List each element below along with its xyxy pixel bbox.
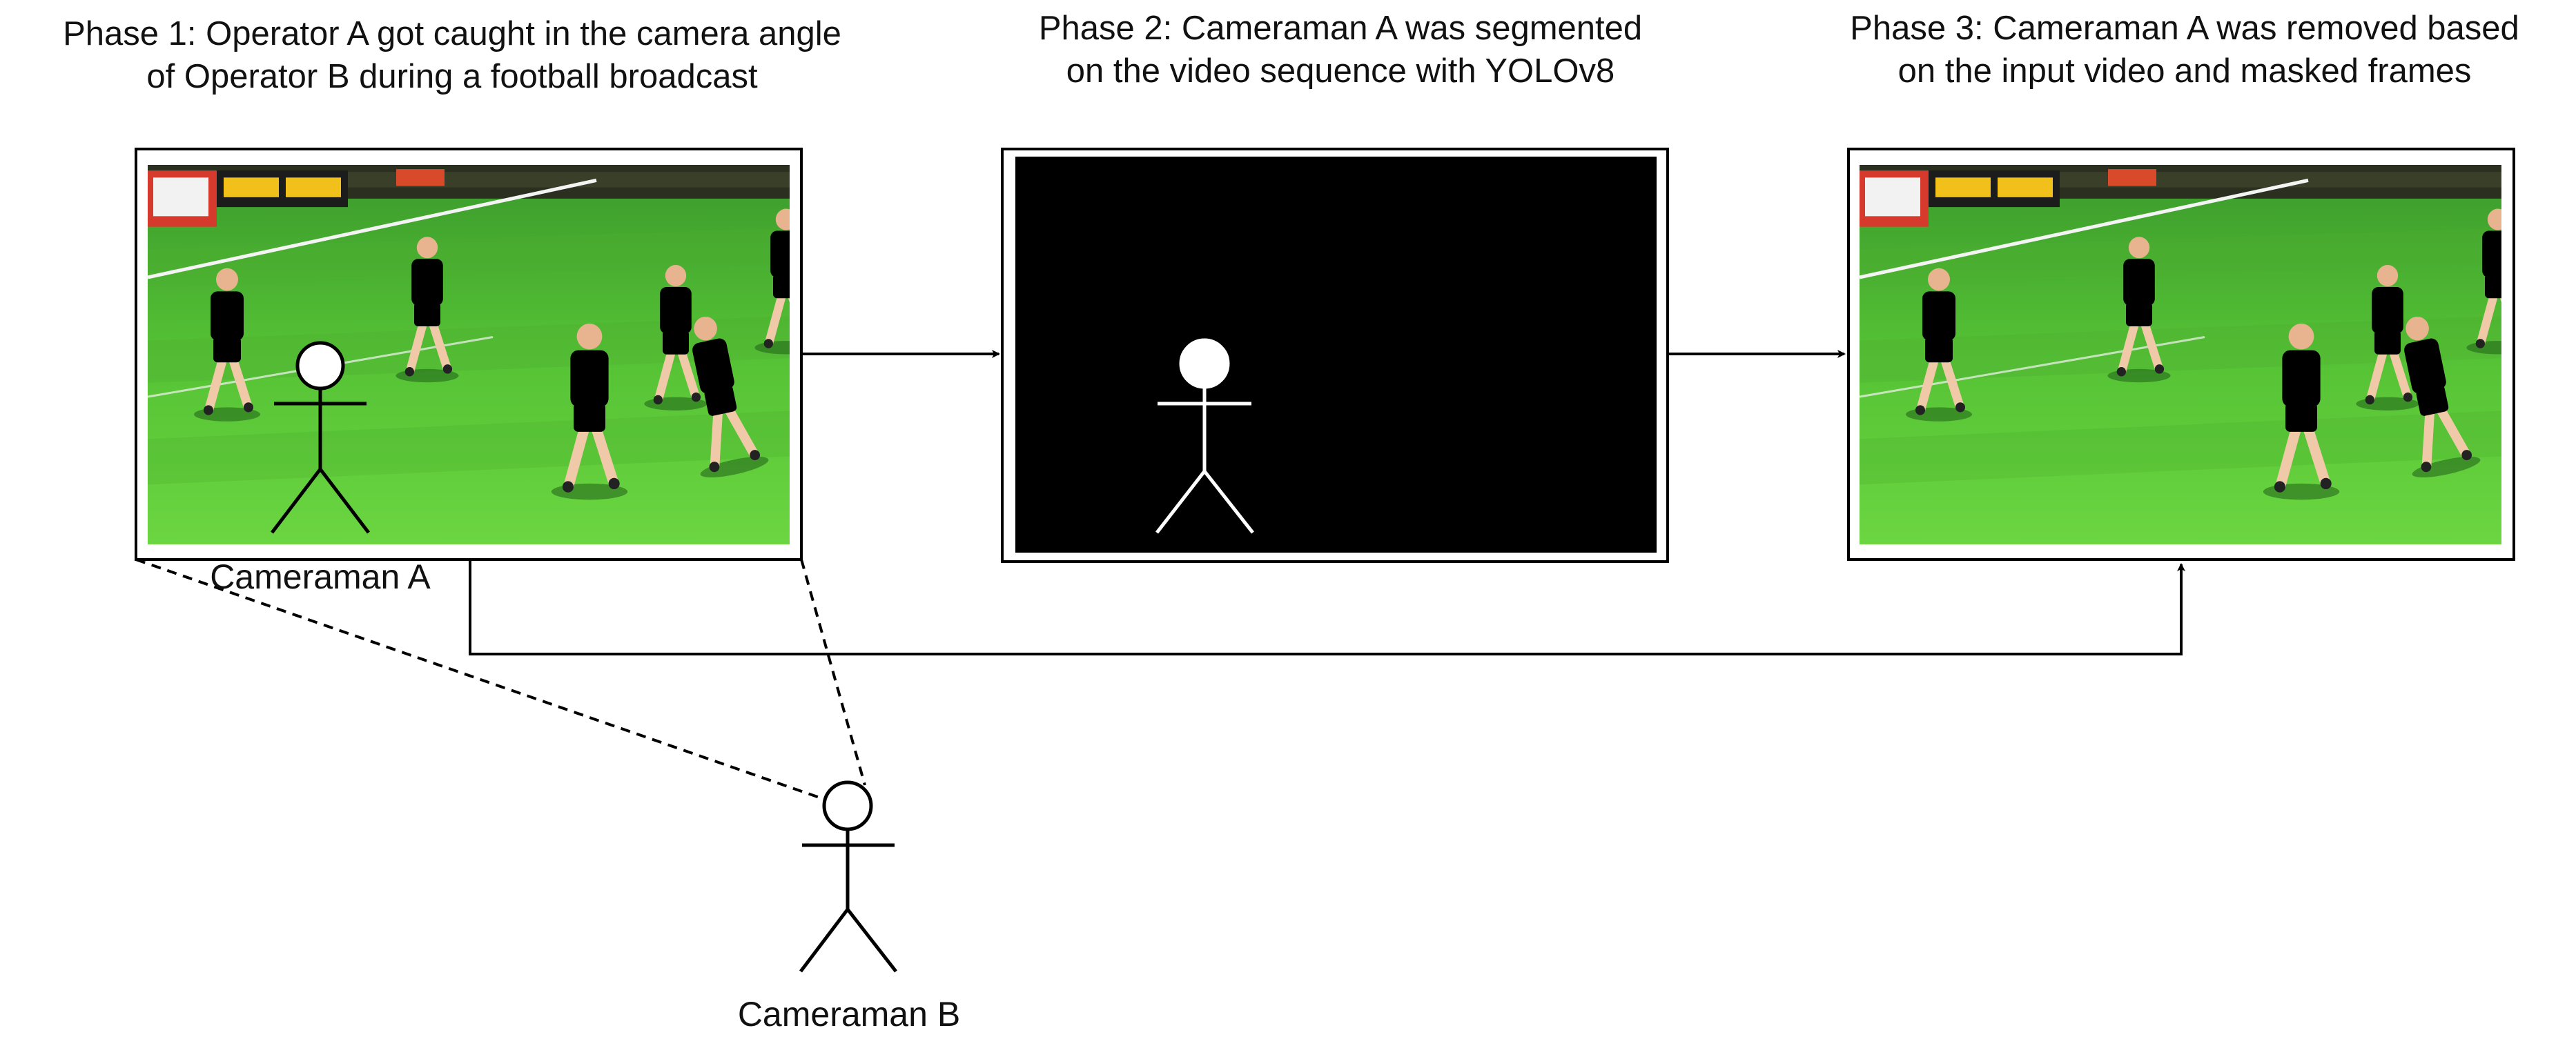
phase1-frame (135, 148, 818, 561)
view-line-left (135, 558, 824, 800)
phase3-caption-line2: on the input video and masked frames (1897, 52, 2472, 90)
mask-silhouette-cameraman-a (1155, 338, 1254, 534)
cameraman-a-figure (271, 341, 370, 534)
cameraman-b-figure (799, 780, 897, 973)
phase2-caption: Phase 2: Cameraman A was segmented on th… (961, 7, 1720, 92)
phase1-input-frame-image (148, 165, 818, 544)
arrow-input-video-to-phase3 (469, 560, 2185, 655)
phase2-mask-frame (1001, 148, 1669, 563)
segmentation-mask (1015, 157, 1657, 553)
cameraman-a-label: Cameraman A (210, 557, 431, 596)
phase2-caption-line1: Phase 2: Cameraman A was segmented (1038, 10, 1643, 47)
cameraman-b-label: Cameraman B (737, 995, 961, 1034)
phase2-caption-line2: on the video sequence with YOLOv8 (1066, 52, 1615, 90)
view-line-right (800, 559, 866, 786)
phase3-inpainted-frame-image (1860, 165, 2530, 544)
phase3-output-frame (1847, 148, 2530, 561)
phase1-caption-line2: of Operator B during a football broadcas… (146, 58, 758, 95)
phase1-caption: Phase 1: Operator A got caught in the ca… (0, 12, 904, 98)
phase3-caption-line1: Phase 3: Cameraman A was removed based (1850, 10, 2519, 47)
phase3-caption: Phase 3: Cameraman A was removed based o… (1802, 7, 2568, 92)
phase1-caption-line1: Phase 1: Operator A got caught in the ca… (63, 15, 841, 52)
